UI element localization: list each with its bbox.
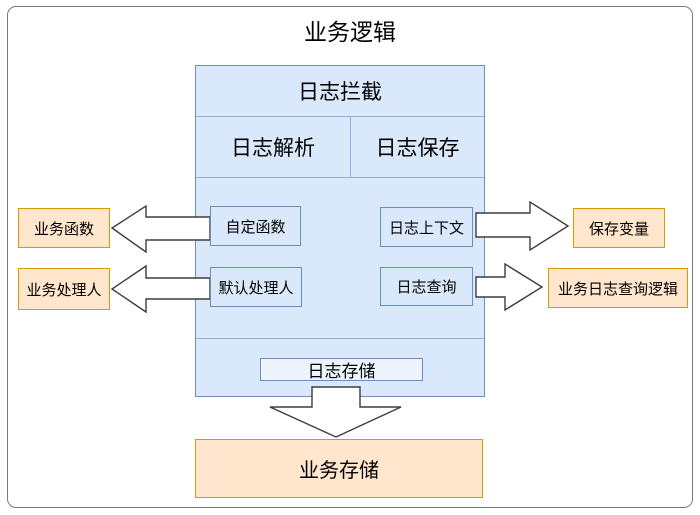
business-storage-box: 业务存储 bbox=[195, 439, 483, 498]
log-interceptor-header: 日志拦截 bbox=[196, 66, 484, 117]
log-query-box: 日志查询 bbox=[380, 267, 473, 306]
business-handler-box: 业务处理人 bbox=[18, 268, 110, 310]
log-storage-box: 日志存储 bbox=[260, 358, 423, 382]
interceptor-footer bbox=[196, 338, 484, 396]
default-handler-box: 默认处理人 bbox=[210, 267, 302, 307]
save-variable-box: 保存变量 bbox=[573, 208, 665, 248]
log-interceptor-container: 日志拦截 日志解析 日志保存 bbox=[195, 65, 485, 397]
custom-function-box: 自定函数 bbox=[210, 206, 301, 246]
page-title: 业务逻辑 bbox=[304, 20, 396, 46]
log-context-box: 日志上下文 bbox=[380, 207, 473, 247]
business-log-query-logic-box: 业务日志查询逻辑 bbox=[548, 268, 688, 308]
interceptor-body bbox=[196, 178, 484, 338]
log-save-cell: 日志保存 bbox=[375, 136, 460, 160]
business-function-box: 业务函数 bbox=[18, 208, 110, 248]
log-parse-cell: 日志解析 bbox=[196, 117, 351, 177]
interceptor-split-row: 日志解析 日志保存 bbox=[196, 117, 484, 178]
